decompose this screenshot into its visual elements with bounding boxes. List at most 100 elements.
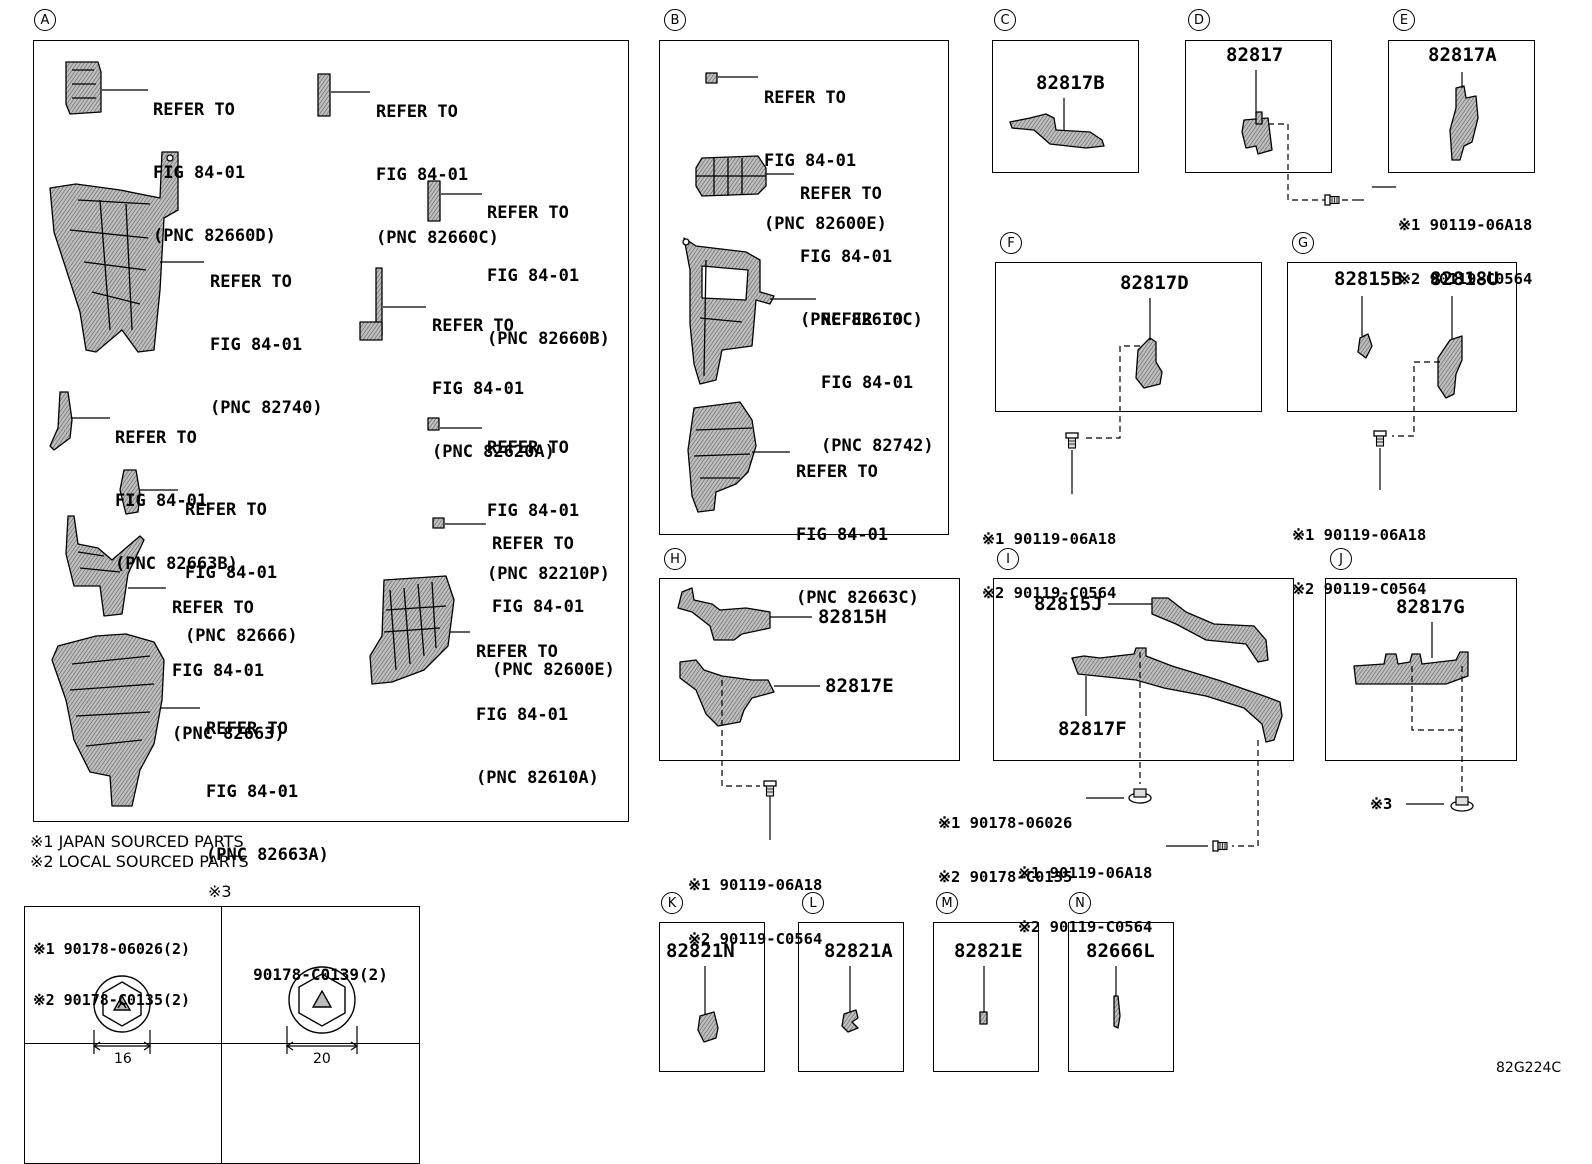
part-number-82666l: 82666L bbox=[1086, 940, 1155, 962]
note-japan-sourced: ※1 JAPAN SOURCED PARTS bbox=[30, 832, 244, 851]
nut-local-number: ※2 90178-C0135(2) bbox=[33, 991, 191, 1009]
pnc-line: (PNC 82663C) bbox=[796, 588, 919, 608]
pnc-line: (PNC 82600E) bbox=[764, 214, 887, 234]
part-number-82818u: 82818U bbox=[1430, 268, 1499, 290]
section-letter-e: E bbox=[1393, 9, 1415, 31]
refer-line: REFER TO bbox=[172, 598, 254, 618]
bolt-callout-h: ※1 90119-06A18 ※2 90119-C0564 bbox=[688, 840, 822, 966]
bolt-japan-number: ※1 90119-06A18 bbox=[1018, 864, 1153, 882]
bolt-callout-g: ※1 90119-06A18 ※2 90119-C0564 bbox=[1292, 490, 1426, 616]
pnc-line: (PNC 82610A) bbox=[476, 768, 599, 788]
fig-line: FIG 84-01 bbox=[800, 247, 893, 267]
refer-line: REFER TO bbox=[432, 316, 514, 336]
part-number-82817g: 82817G bbox=[1396, 596, 1465, 618]
pnc-line: (PNC 82620A) bbox=[432, 442, 555, 462]
bolt-local-number: ※2 90119-C0564 bbox=[1398, 270, 1533, 288]
pnc-line: (PNC 82660D) bbox=[153, 226, 276, 246]
ref-label-82740: REFER TO FIG 84-01 (PNC 82740) bbox=[210, 230, 323, 440]
pnc-line: (PNC 82666) bbox=[185, 626, 298, 646]
section-letter-b: B bbox=[664, 9, 686, 31]
fig-line: FIG 84-01 bbox=[821, 373, 914, 393]
fig-line: FIG 84-01 bbox=[796, 525, 889, 545]
part-number-82815h: 82815H bbox=[818, 606, 887, 628]
section-m-frame bbox=[933, 922, 1039, 1072]
nut-dimension-16: 16 bbox=[114, 1051, 132, 1067]
section-letter-f: F bbox=[1000, 232, 1022, 254]
ref-label-82610a: REFER TO FIG 84-01 (PNC 82610A) bbox=[476, 600, 599, 810]
ref-label-82663: REFER TO FIG 84-01 (PNC 82663) bbox=[172, 556, 285, 766]
part-number-82821e: 82821E bbox=[954, 940, 1023, 962]
refer-line: REFER TO bbox=[206, 719, 288, 739]
section-i-frame bbox=[993, 578, 1294, 761]
nut-number-c0139: 90178-C0139(2) bbox=[253, 965, 388, 984]
fig-line: FIG 84-01 bbox=[487, 266, 580, 286]
section-b-frame bbox=[659, 40, 949, 535]
ref-label-82610c: REFER TO FIG 84-01 (PNC 82610C) bbox=[800, 142, 923, 352]
bolt-local-number: ※2 90119-C0564 bbox=[1292, 580, 1427, 598]
fig-line: FIG 84-01 bbox=[376, 165, 469, 185]
part-number-82817f: 82817F bbox=[1058, 718, 1127, 740]
ref-label-82600e-a: REFER TO FIG 84-01 (PNC 82600E) bbox=[492, 492, 615, 702]
pnc-line: (PNC 82660C) bbox=[376, 228, 499, 248]
nut-table-header-1: ※1 90178-06026(2) ※2 90178-C0135(2) bbox=[24, 906, 222, 1044]
section-letter-g: G bbox=[1292, 232, 1314, 254]
bolt-local-number: ※2 90119-C0564 bbox=[1018, 918, 1153, 936]
pnc-line: (PNC 82742) bbox=[821, 436, 934, 456]
ref-label-82660d: REFER TO FIG 84-01 (PNC 82660D) bbox=[153, 58, 276, 268]
fig-line: FIG 84-01 bbox=[764, 151, 857, 171]
ref-label-82663a: REFER TO FIG 84-01 (PNC 82663A) bbox=[206, 677, 329, 887]
section-c-frame bbox=[992, 40, 1139, 173]
refer-line: REFER TO bbox=[800, 184, 882, 204]
refer-line: REFER TO bbox=[821, 310, 903, 330]
ref-label-82663b: REFER TO FIG 84-01 (PNC 82663B) bbox=[115, 386, 238, 596]
pnc-line: (PNC 82600E) bbox=[492, 660, 615, 680]
ref-label-82660c: REFER TO FIG 84-01 (PNC 82660C) bbox=[376, 60, 499, 270]
pnc-line: (PNC 82610C) bbox=[800, 310, 923, 330]
nut-local-number: ※2 90178-C0135 bbox=[938, 868, 1073, 886]
part-number-82815b: 82815B bbox=[1334, 268, 1403, 290]
bolt-callout-f: ※1 90119-06A18 ※2 90119-C0564 bbox=[982, 494, 1116, 620]
refer-line: REFER TO bbox=[487, 203, 569, 223]
section-letter-j: J bbox=[1330, 548, 1352, 570]
refer-line: REFER TO bbox=[153, 100, 235, 120]
ref-label-82663c: REFER TO FIG 84-01 (PNC 82663C) bbox=[796, 420, 919, 630]
pnc-line: (PNC 82663A) bbox=[206, 845, 329, 865]
bolt-local-number: ※2 90119-C0564 bbox=[688, 930, 823, 948]
refer-line: REFER TO bbox=[487, 438, 569, 458]
section-letter-l: L bbox=[802, 892, 824, 914]
figure-code: 82G224C bbox=[1496, 1060, 1562, 1076]
fig-line: FIG 84-01 bbox=[210, 335, 303, 355]
section-d-frame bbox=[1185, 40, 1332, 173]
section-letter-d: D bbox=[1188, 9, 1210, 31]
bolt-japan-number: ※1 90119-06A18 bbox=[1398, 216, 1533, 234]
refer-line: REFER TO bbox=[492, 534, 574, 554]
fig-line: FIG 84-01 bbox=[487, 501, 580, 521]
pnc-line: (PNC 82663) bbox=[172, 724, 285, 744]
part-number-82815j: 82815J bbox=[1034, 593, 1103, 615]
pnc-line: (PNC 82740) bbox=[210, 398, 323, 418]
refer-line: REFER TO bbox=[796, 462, 878, 482]
fig-line: FIG 84-01 bbox=[206, 782, 299, 802]
part-number-82821a: 82821A bbox=[824, 940, 893, 962]
bolt-callout-e: ※1 90119-06A18 ※2 90119-C0564 bbox=[1398, 180, 1532, 306]
section-letter-c: C bbox=[994, 9, 1016, 31]
fig-line: FIG 84-01 bbox=[153, 163, 246, 183]
section-j-frame bbox=[1325, 578, 1517, 761]
section-letter-n: N bbox=[1069, 892, 1091, 914]
refer-line: REFER TO bbox=[115, 428, 197, 448]
ref-label-82660b: REFER TO FIG 84-01 (PNC 82660B) bbox=[487, 161, 610, 371]
fig-line: FIG 84-01 bbox=[476, 705, 569, 725]
section-n-frame bbox=[1068, 922, 1174, 1072]
section-a-frame bbox=[33, 40, 629, 822]
bolt-japan-number: ※1 90119-06A18 bbox=[982, 530, 1117, 548]
section-f-frame bbox=[995, 262, 1262, 412]
section-h-frame bbox=[659, 578, 960, 761]
bolt-local-number: ※2 90119-C0564 bbox=[982, 584, 1117, 602]
fig-line: FIG 84-01 bbox=[115, 491, 208, 511]
fig-line: FIG 84-01 bbox=[172, 661, 265, 681]
nut-callout-i: ※1 90178-06026 ※2 90178-C0135 bbox=[938, 778, 1072, 904]
section-letter-m: M bbox=[936, 892, 958, 914]
ref-label-82620a: REFER TO FIG 84-01 (PNC 82620A) bbox=[432, 274, 555, 484]
parts-illustration bbox=[49, 61, 1479, 1054]
nut-dimension-20: 20 bbox=[313, 1051, 331, 1067]
